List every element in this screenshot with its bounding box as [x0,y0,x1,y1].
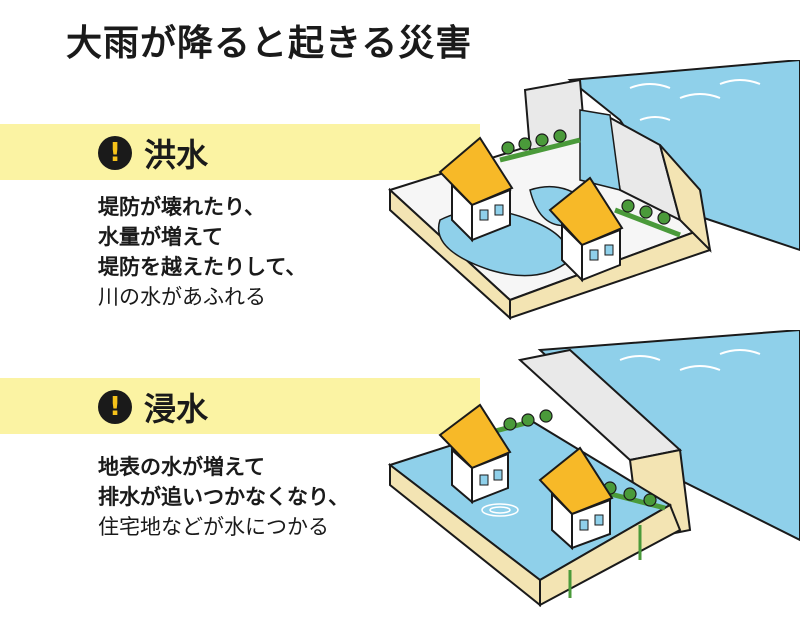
flood-heading: ! 洪水 [98,130,208,176]
drain-pipe [568,525,642,598]
grass-strip [614,207,681,238]
flood-desc-line: 水量が増えて [98,225,223,249]
flood-heading-band [0,124,480,180]
inundation-heading-text: 浸水 [144,390,209,428]
inundation-desc-line: 排水が追いつかなくなり、 [98,485,350,509]
house-icon [438,136,514,243]
inundation-desc-line: 住宅地などが水につかる [98,515,329,539]
breach-water [579,109,621,191]
exclamation-icon: ! [98,136,132,170]
levee-slope [659,144,712,253]
page-title: 大雨が降ると起きる災害 [66,23,473,64]
tree-icon [501,129,671,225]
house-icon [438,403,512,505]
flood-heading-text: 洪水 [144,136,209,174]
house-icon [538,446,614,551]
inundation-desc-line: 地表の水が増えて [98,455,265,479]
inundation-heading: ! 浸水 [98,384,208,430]
tree-icon [503,409,657,507]
flood-description: 堤防が壊れたり、 水量が増えて 堤防を越えたりして、 川の水があふれる [98,192,306,312]
house-icon [548,176,624,283]
grass-strip [499,137,581,163]
flood-illustration [388,60,800,320]
river-water [567,60,800,252]
flood-desc-line: 堤防が壊れたり、 [98,195,266,219]
flood-desc-line: 堤防を越えたりして、 [98,255,307,279]
ground-side-right [539,503,682,607]
inundation-heading-band [0,378,480,434]
flood-desc-line: 川の水があふれる [98,285,266,309]
inundation-description: 地表の水が増えて 排水が追いつかなくなり、 住宅地などが水につかる [98,452,349,542]
exclamation-icon: ! [98,390,132,424]
inundation-illustration [387,330,800,608]
